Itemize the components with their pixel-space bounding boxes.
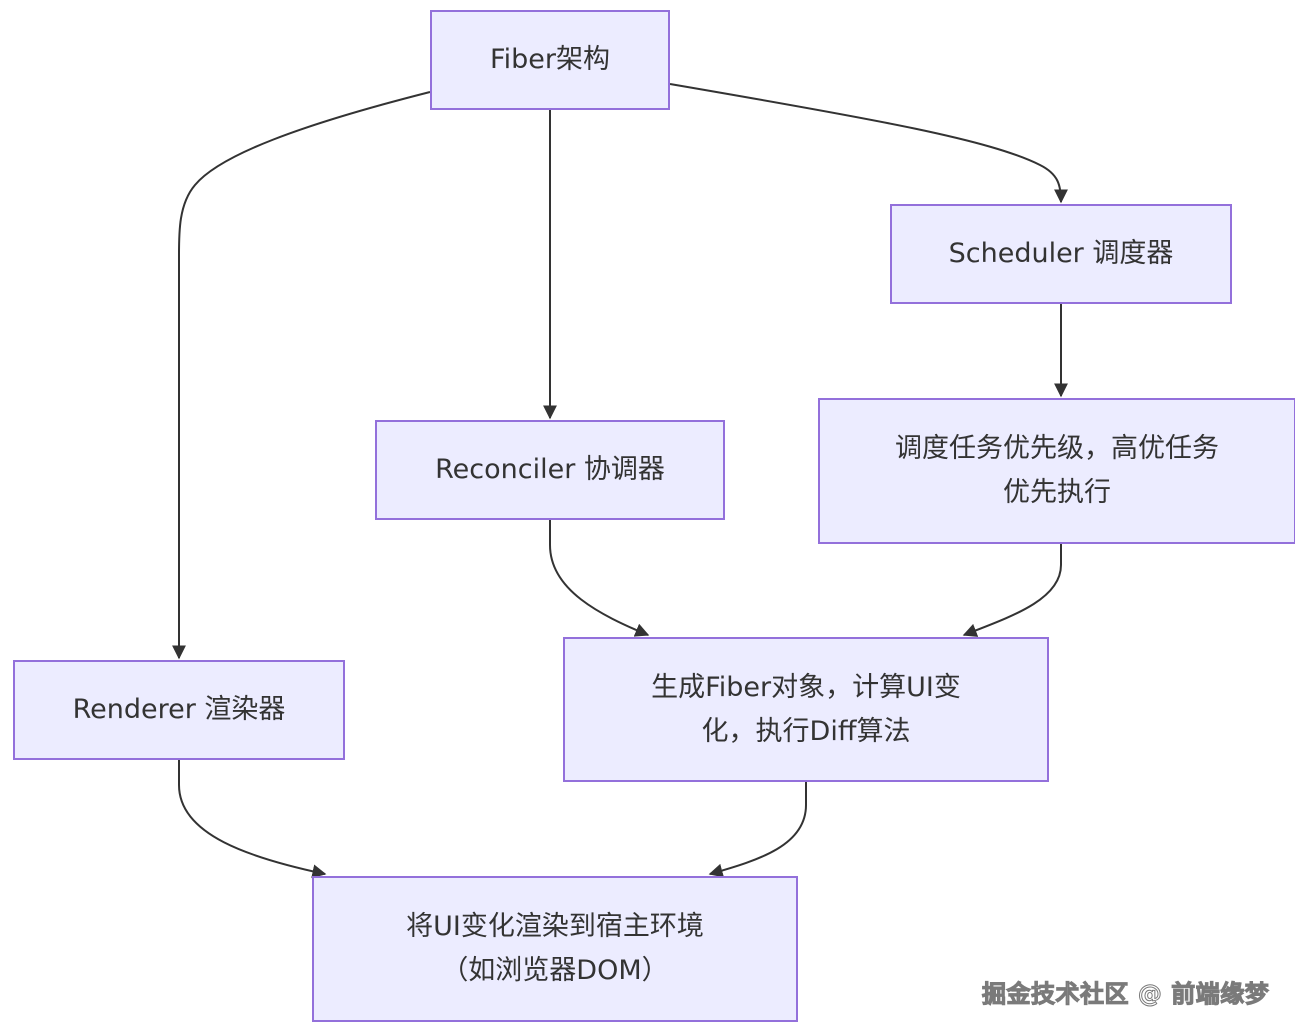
node-renderer-text: Renderer 渲染器 — [72, 694, 286, 725]
watermark: 掘金技术社区 @ 前端缘梦 — [981, 980, 1270, 1009]
node-reconciler: Reconciler 协调器 — [375, 420, 725, 520]
edge-scheddesc-to-recondesc — [962, 544, 1062, 637]
edge-fiber-to-renderer — [172, 91, 431, 660]
node-render-to-host-line-1: 将UI变化渲染到宿主环境 — [406, 911, 704, 942]
node-render-to-host: 将UI变化渲染到宿主环境 （如浏览器DOM） — [312, 876, 798, 1022]
node-scheduler: Scheduler 调度器 — [890, 204, 1232, 304]
node-reconciler-description-line-2: 化，执行Diff算法 — [701, 715, 911, 747]
edge-reconciler-to-desc — [549, 520, 650, 637]
node-reconciler-text: Reconciler 协调器 — [435, 454, 665, 485]
node-reconciler-description: 生成Fiber对象，计算UI变 化，执行Diff算法 — [563, 637, 1049, 782]
node-scheduler-description-line-1: 调度任务优先级，高优任务 — [895, 433, 1219, 464]
node-reconciler-description-line-1: 生成Fiber对象，计算UI变 — [651, 671, 961, 703]
node-scheduler-text: Scheduler 调度器 — [948, 238, 1174, 269]
node-scheduler-description-line-2: 优先执行 — [1003, 477, 1111, 508]
edge-fiber-to-scheduler — [669, 83, 1068, 204]
node-fiber-text: Fiber架构 — [490, 44, 610, 75]
edge-recondesc-to-host — [708, 782, 807, 878]
node-renderer: Renderer 渲染器 — [13, 660, 345, 760]
node-fiber-architecture: Fiber架构 — [430, 10, 670, 110]
node-scheduler-description: 调度任务优先级，高优任务 优先执行 — [818, 398, 1295, 544]
edge-renderer-to-host — [178, 760, 327, 879]
node-render-to-host-line-2: （如浏览器DOM） — [441, 955, 669, 986]
